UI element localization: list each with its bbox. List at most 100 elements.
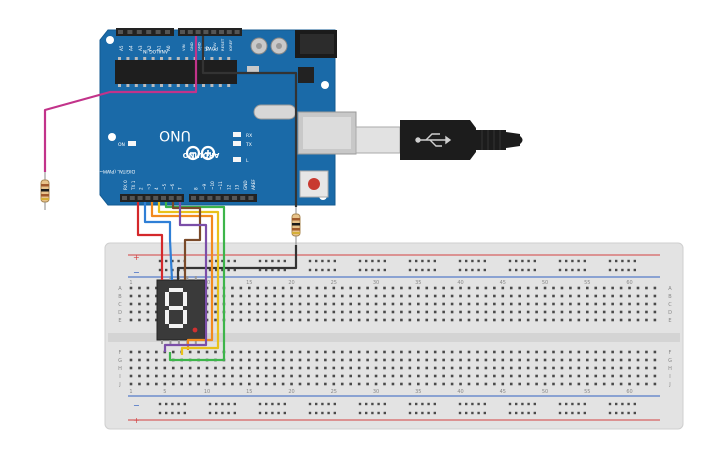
wire-purple[interactable] xyxy=(163,202,208,352)
breadboard-hole[interactable] xyxy=(543,366,547,370)
breadboard-hole[interactable] xyxy=(214,286,217,290)
breadboard-hole[interactable] xyxy=(332,382,336,386)
breadboard-hole[interactable] xyxy=(535,286,538,290)
breadboard-hole[interactable] xyxy=(493,358,496,362)
resistor-left[interactable] xyxy=(40,172,50,210)
breadboard-hole[interactable] xyxy=(324,310,327,314)
rail-hole[interactable] xyxy=(365,268,368,272)
rail-hole[interactable] xyxy=(583,411,586,415)
rail-hole[interactable] xyxy=(271,411,274,415)
breadboard-hole[interactable] xyxy=(577,286,581,290)
breadboard-hole[interactable] xyxy=(129,374,133,378)
breadboard-hole[interactable] xyxy=(493,302,496,306)
breadboard-hole[interactable] xyxy=(273,382,276,386)
breadboard-hole[interactable] xyxy=(400,382,403,386)
header-pin[interactable] xyxy=(211,30,217,34)
breadboard-hole[interactable] xyxy=(138,374,141,378)
breadboard-hole[interactable] xyxy=(552,358,555,362)
rail-hole[interactable] xyxy=(283,268,286,272)
breadboard-hole[interactable] xyxy=(290,286,293,290)
breadboard-hole[interactable] xyxy=(281,310,285,314)
breadboard-hole[interactable] xyxy=(298,318,302,322)
breadboard-hole[interactable] xyxy=(459,318,462,322)
breadboard-hole[interactable] xyxy=(518,382,521,386)
rail-hole[interactable] xyxy=(621,268,624,272)
breadboard-hole[interactable] xyxy=(476,302,479,306)
breadboard-hole[interactable] xyxy=(653,374,657,378)
breadboard-hole[interactable] xyxy=(552,294,555,298)
rail-hole[interactable] xyxy=(165,268,168,272)
power-header[interactable] xyxy=(178,28,242,36)
breadboard-hole[interactable] xyxy=(417,350,420,354)
breadboard-hole[interactable] xyxy=(366,350,369,354)
breadboard-hole[interactable] xyxy=(231,318,234,322)
breadboard-hole[interactable] xyxy=(425,286,429,290)
breadboard-hole[interactable] xyxy=(307,286,310,290)
breadboard-hole[interactable] xyxy=(239,350,243,354)
breadboard-hole[interactable] xyxy=(543,302,547,306)
rail-hole[interactable] xyxy=(377,411,380,415)
rail-hole[interactable] xyxy=(327,259,330,263)
breadboard-hole[interactable] xyxy=(518,310,521,314)
breadboard-hole[interactable] xyxy=(501,286,505,290)
breadboard-hole[interactable] xyxy=(188,374,192,378)
breadboard-hole[interactable] xyxy=(569,294,572,298)
breadboard-hole[interactable] xyxy=(155,310,158,314)
rail-hole[interactable] xyxy=(477,411,480,415)
breadboard-hole[interactable] xyxy=(560,374,564,378)
breadboard-hole[interactable] xyxy=(442,286,445,290)
breadboard-hole[interactable] xyxy=(425,350,429,354)
breadboard-hole[interactable] xyxy=(408,350,412,354)
breadboard-hole[interactable] xyxy=(518,366,521,370)
breadboard-hole[interactable] xyxy=(391,358,395,362)
rail-hole[interactable] xyxy=(208,259,212,263)
breadboard-hole[interactable] xyxy=(433,318,437,322)
breadboard-hole[interactable] xyxy=(484,286,488,290)
breadboard-hole[interactable] xyxy=(163,366,167,370)
breadboard-hole[interactable] xyxy=(281,302,285,306)
arduino-uno-board[interactable]: ARDUINO UNO ON L TX RX DIGITAL (PWM~) xyxy=(97,28,357,206)
breadboard-hole[interactable] xyxy=(324,358,327,362)
rail-hole[interactable] xyxy=(521,411,524,415)
breadboard-hole[interactable] xyxy=(628,374,631,378)
breadboard-hole[interactable] xyxy=(129,302,133,306)
rail-hole[interactable] xyxy=(183,402,186,406)
breadboard-hole[interactable] xyxy=(383,310,386,314)
rail-hole[interactable] xyxy=(371,268,374,272)
breadboard-hole[interactable] xyxy=(307,310,310,314)
rail-hole[interactable] xyxy=(321,411,324,415)
rail-hole[interactable] xyxy=(327,411,330,415)
breadboard-hole[interactable] xyxy=(155,294,158,298)
rail-hole[interactable] xyxy=(383,402,386,406)
breadboard-hole[interactable] xyxy=(611,286,614,290)
breadboard-hole[interactable] xyxy=(400,350,403,354)
breadboard-hole[interactable] xyxy=(315,302,319,306)
breadboard-hole[interactable] xyxy=(155,350,158,354)
breadboard-hole[interactable] xyxy=(357,366,361,370)
breadboard-hole[interactable] xyxy=(628,382,631,386)
rail-hole[interactable] xyxy=(358,402,362,406)
breadboard-hole[interactable] xyxy=(231,350,234,354)
breadboard-hole[interactable] xyxy=(611,382,614,386)
breadboard-hole[interactable] xyxy=(340,350,344,354)
breadboard-hole[interactable] xyxy=(476,358,479,362)
rail-hole[interactable] xyxy=(415,411,418,415)
breadboard-hole[interactable] xyxy=(552,310,555,314)
breadboard-hole[interactable] xyxy=(163,374,167,378)
rail-hole[interactable] xyxy=(208,411,212,415)
breadboard-hole[interactable] xyxy=(383,366,386,370)
breadboard-hole[interactable] xyxy=(408,302,412,306)
rail-hole[interactable] xyxy=(633,259,636,263)
rail-hole[interactable] xyxy=(383,268,386,272)
breadboard-hole[interactable] xyxy=(450,310,454,314)
breadboard-hole[interactable] xyxy=(349,358,352,362)
breadboard-hole[interactable] xyxy=(518,374,521,378)
resistor-right[interactable] xyxy=(291,207,301,245)
breadboard-hole[interactable] xyxy=(239,366,243,370)
breadboard-hole[interactable] xyxy=(628,310,631,314)
breadboard-hole[interactable] xyxy=(569,310,572,314)
breadboard-hole[interactable] xyxy=(264,350,268,354)
breadboard-hole[interactable] xyxy=(552,318,555,322)
breadboard-hole[interactable] xyxy=(197,350,200,354)
breadboard-hole[interactable] xyxy=(467,302,471,306)
